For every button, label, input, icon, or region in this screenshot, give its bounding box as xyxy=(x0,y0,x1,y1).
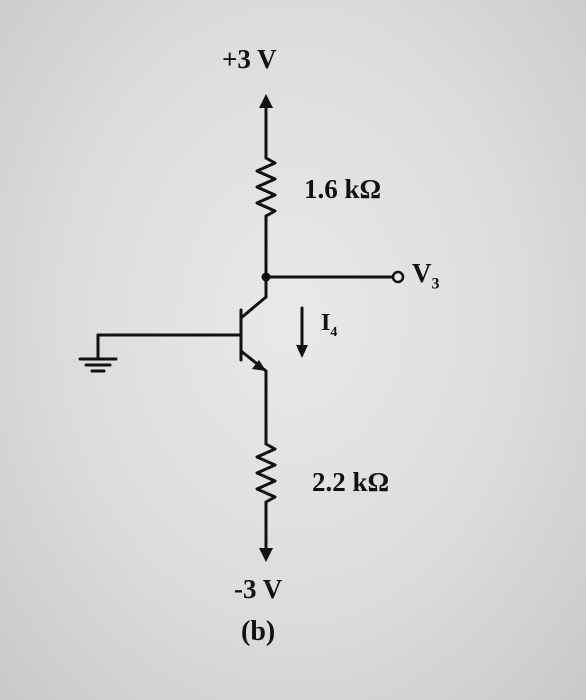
vee-arrow xyxy=(259,548,273,562)
vcc-arrow xyxy=(259,94,273,108)
figure-caption: (b) xyxy=(241,616,276,647)
emitter-resistor-label: 2.2 kΩ xyxy=(312,467,390,497)
output-node-label: V3 xyxy=(412,258,440,293)
output-terminal xyxy=(391,270,405,284)
collector-resistor xyxy=(255,156,277,218)
emitter-resistor xyxy=(255,442,277,504)
transistor-collector-lead xyxy=(239,295,268,320)
current-name: I xyxy=(321,310,331,336)
supply-negative-label: -3 V xyxy=(234,574,283,604)
output-node-name: V xyxy=(412,258,432,288)
supply-positive-label: +3 V xyxy=(222,44,277,74)
collector-resistor-label: 1.6 kΩ xyxy=(304,174,382,204)
current-label: I4 xyxy=(321,310,337,341)
current-subscript: 4 xyxy=(330,324,338,340)
current-arrow-head xyxy=(296,345,308,358)
output-node-subscript: 3 xyxy=(431,275,440,293)
emitter-arrow xyxy=(252,360,266,371)
